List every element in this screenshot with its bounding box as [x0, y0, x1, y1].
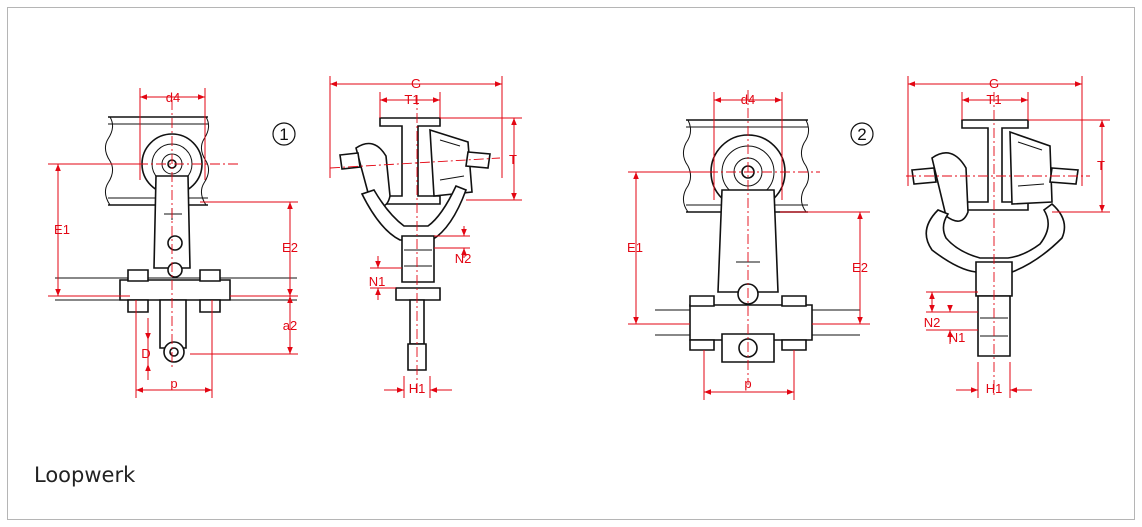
label-d4-view1: d4 — [166, 90, 180, 105]
label-h1-view2: H1 — [409, 381, 426, 396]
label-p-view1: p — [170, 376, 177, 391]
label-t-view2: T — [509, 152, 517, 167]
view-4-dimensions — [907, 76, 1110, 398]
figure-number-2: 2 — [850, 122, 874, 146]
label-n1-view2: N1 — [369, 274, 386, 289]
label-p-view3: p — [744, 376, 751, 391]
label-h1-view4: H1 — [986, 381, 1003, 396]
label-g-view4: G — [989, 76, 999, 91]
view-3-front — [655, 90, 860, 385]
label-d4-view3: d4 — [741, 92, 755, 107]
view-4-side — [906, 92, 1090, 395]
label-e1-view1: E1 — [54, 222, 70, 237]
view-1-front — [55, 100, 297, 370]
figure-number-1: 1 — [272, 122, 296, 146]
view-2-dimensions — [329, 76, 522, 398]
label-d-view1: D — [141, 346, 150, 361]
label-a2-view1: a2 — [283, 318, 297, 333]
label-t1-view4: T1 — [986, 92, 1001, 107]
view-1-dimensions — [48, 88, 298, 398]
label-e2-view1: E2 — [282, 240, 298, 255]
label-n1-view4: N1 — [949, 330, 966, 345]
label-n2-view4: N2 — [924, 315, 941, 330]
figure-number-1-label: 1 — [279, 125, 288, 144]
view-2-side — [329, 95, 501, 395]
figure-frame — [7, 7, 1135, 520]
label-t-view4: T — [1097, 158, 1105, 173]
figure-caption: Loopwerk — [34, 463, 136, 487]
view-3-dimensions — [628, 92, 870, 400]
label-g-view2: G — [411, 76, 421, 91]
label-n2-view2: N2 — [455, 251, 472, 266]
label-e1-view3: E1 — [627, 240, 643, 255]
figure-number-2-label: 2 — [857, 125, 866, 144]
label-e2-view3: E2 — [852, 260, 868, 275]
label-t1-view2: T1 — [404, 92, 419, 107]
